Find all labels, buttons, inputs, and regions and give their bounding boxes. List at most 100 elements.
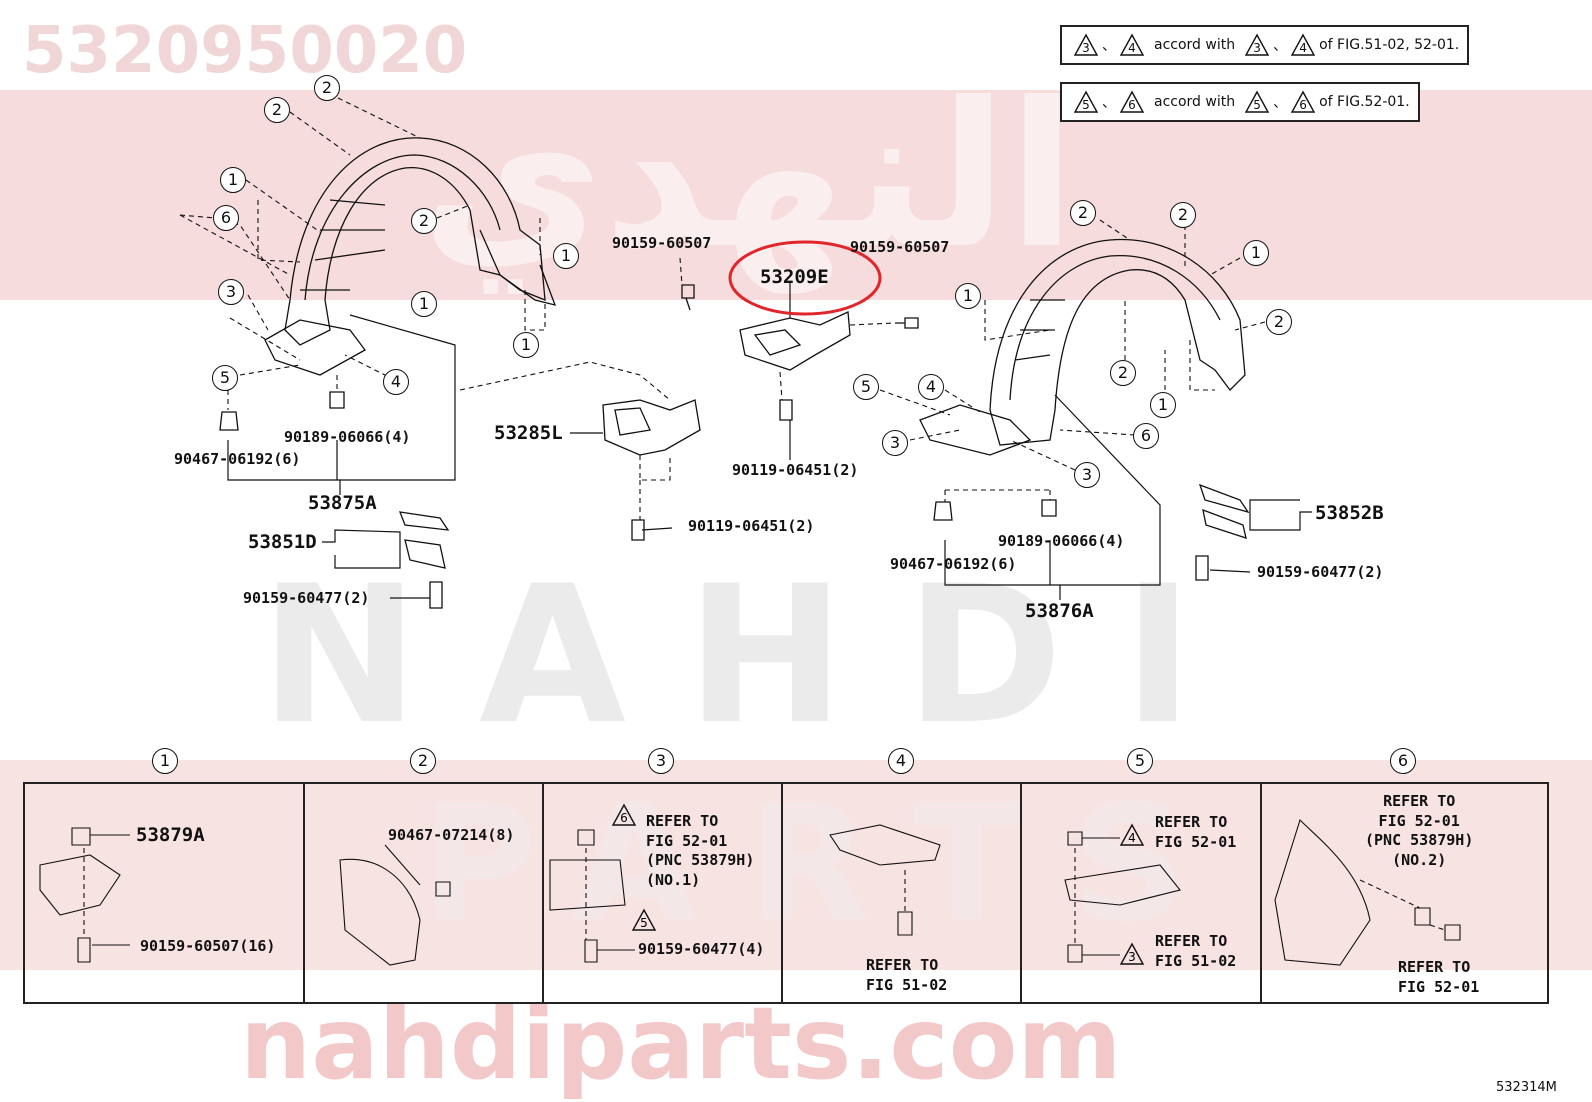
detail-heading-5[interactable]: 5 (1127, 748, 1153, 774)
callout-3[interactable]: 3 (1074, 462, 1100, 488)
note-suffix: of FIG.52-01. (1319, 94, 1410, 110)
callout-3[interactable]: 3 (882, 430, 908, 456)
callout-2[interactable]: 2 (1110, 360, 1136, 386)
part-label-90119-06451-mid[interactable]: 90119-06451(2) (732, 461, 859, 479)
watermark-band-top (0, 90, 1592, 300)
note-text: accord with (1154, 37, 1236, 53)
dashed-leaders (179, 97, 1266, 520)
detail-3-refer-top[interactable]: REFER TO FIG 52-01 (PNC 53879H) (NO.1) (646, 812, 755, 889)
seal-53851d-lower (404, 539, 446, 569)
detail-1-part-90159-60507[interactable]: 90159-60507(16) (140, 937, 276, 955)
detail-heading-6[interactable]: 6 (1390, 748, 1416, 774)
triangle-icon: 4 (1120, 33, 1144, 57)
part-label-90189-06066-right[interactable]: 90189-06066(4) (998, 532, 1125, 550)
callout-5[interactable]: 5 (212, 365, 238, 391)
highlight-53209e-ring (728, 240, 882, 316)
note-fig-52-01: 5、 6 accord with 5、 6 of FIG.52-01. (1060, 82, 1420, 122)
detail-panel-1 (24, 783, 305, 1003)
part-label-53852b[interactable]: 53852B (1315, 502, 1384, 524)
detail-5-triangle-top-icon: 4 (1120, 823, 1144, 847)
detail-1-part-53879a[interactable]: 53879A (136, 824, 205, 846)
part-label-90119-06451-low[interactable]: 90119-06451(2) (688, 517, 815, 535)
right-liner-outline (989, 238, 1246, 446)
callout-4[interactable]: 4 (383, 369, 409, 395)
watermark-brand-parts: PARTS (420, 770, 1237, 957)
callout-2[interactable]: 2 (314, 75, 340, 101)
callout-1[interactable]: 1 (513, 332, 539, 358)
detail-3-part-90159-60477[interactable]: 90159-60477(4) (638, 940, 765, 958)
callout-6[interactable]: 6 (1133, 423, 1159, 449)
detail-5-refer-top[interactable]: REFER TO FIG 52-01 (1155, 813, 1237, 851)
callout-1[interactable]: 1 (1243, 240, 1269, 266)
triangle-icon: 5 (1245, 90, 1270, 114)
part-label-90159-60507-left[interactable]: 90159-60507 (612, 234, 712, 252)
seal-53852b-upper (1198, 483, 1250, 514)
left-liner-outline (284, 137, 546, 346)
seal-53851d-upper (398, 511, 450, 531)
part-label-53876a[interactable]: 53876A (1025, 600, 1094, 622)
part-label-90159-60477-left[interactable]: 90159-60477(2) (243, 589, 370, 607)
detail-drawings (39, 818, 1461, 966)
detail-panel-2 (303, 783, 544, 1003)
part-label-90467-06192-left[interactable]: 90467-06192(6) (174, 450, 301, 468)
detail-6-refer-bottom[interactable]: REFER TO FIG 52-01 (1398, 958, 1480, 996)
callout-1[interactable]: 1 (1150, 392, 1176, 418)
callout-1[interactable]: 1 (955, 283, 981, 309)
bracket-53285l-drawing (602, 399, 701, 456)
detail-6-refer-top[interactable]: REFER TO FIG 52-01 (PNC 53879H) (NO.2) (1365, 792, 1474, 869)
seal-53852b-lower (1202, 508, 1247, 539)
detail-3-triangle-bottom-icon: 5 (632, 908, 656, 932)
watermark-band-bottom (0, 760, 1592, 970)
detail-panel-5 (1020, 783, 1262, 1003)
detail-5-refer-bottom[interactable]: REFER TO FIG 51-02 (1155, 932, 1237, 970)
callout-6[interactable]: 6 (213, 205, 239, 231)
detail-panel-4 (781, 783, 1022, 1003)
detail-5-triangle-bottom-icon: 3 (1120, 942, 1144, 966)
fastener-glyphs (219, 284, 1209, 609)
note-fig-51-02: 3、 4 accord with 3、 4 of FIG.51-02, 52-0… (1060, 25, 1470, 65)
triangle-icon: 6 (1120, 90, 1144, 114)
callout-2[interactable]: 2 (264, 97, 290, 123)
watermark-brand-upper: NAHDI (260, 545, 1254, 766)
callout-2[interactable]: 2 (1266, 309, 1292, 335)
callout-2[interactable]: 2 (411, 208, 437, 234)
triangle-icon: 4 (1291, 33, 1316, 57)
detail-2-part-90467-07214[interactable]: 90467-07214(8) (388, 826, 515, 844)
callout-1[interactable]: 1 (411, 291, 437, 317)
part-label-90159-60507-right[interactable]: 90159-60507 (850, 238, 950, 256)
detail-heading-2[interactable]: 2 (410, 748, 436, 774)
detail-3-triangle-top-icon: 6 (612, 803, 636, 827)
triangle-icon: 6 (1291, 90, 1316, 114)
left-liner-lower-bracket (264, 319, 366, 376)
detail-heading-4[interactable]: 4 (888, 748, 914, 774)
detail-heading-1[interactable]: 1 (152, 748, 178, 774)
part-label-53875a[interactable]: 53875A (308, 492, 377, 514)
callout-1[interactable]: 1 (220, 167, 246, 193)
detail-panel-3 (542, 783, 783, 1003)
part-label-90467-06192-right[interactable]: 90467-06192(6) (890, 555, 1017, 573)
bracket-53209e-drawing (739, 311, 851, 371)
callout-3[interactable]: 3 (218, 279, 244, 305)
watermark-url: nahdiparts.com (240, 985, 1122, 1102)
callout-2[interactable]: 2 (1070, 200, 1096, 226)
triangle-icon: 5 (1074, 90, 1098, 114)
callout-2[interactable]: 2 (1170, 202, 1196, 228)
figure-code: 532314M (1496, 1080, 1557, 1095)
part-label-53209e[interactable]: 53209E (760, 266, 829, 288)
detail-4-refer[interactable]: REFER TO FIG 51-02 (866, 956, 948, 994)
solid-leaders (227, 282, 1312, 600)
detail-dashed (83, 848, 1446, 945)
watermark-part-number: 5320950020 (22, 14, 468, 88)
note-text: accord with (1154, 94, 1236, 110)
part-label-53285l[interactable]: 53285L (494, 422, 563, 444)
triangle-icon: 3 (1245, 33, 1270, 57)
detail-heading-3[interactable]: 3 (648, 748, 674, 774)
part-label-53851d[interactable]: 53851D (248, 531, 317, 553)
callout-4[interactable]: 4 (918, 374, 944, 400)
callout-1[interactable]: 1 (553, 243, 579, 269)
part-label-90159-60477-right[interactable]: 90159-60477(2) (1257, 563, 1384, 581)
detail-frame (23, 782, 1549, 1004)
part-label-90189-06066-left[interactable]: 90189-06066(4) (284, 428, 411, 446)
callout-5[interactable]: 5 (853, 374, 879, 400)
